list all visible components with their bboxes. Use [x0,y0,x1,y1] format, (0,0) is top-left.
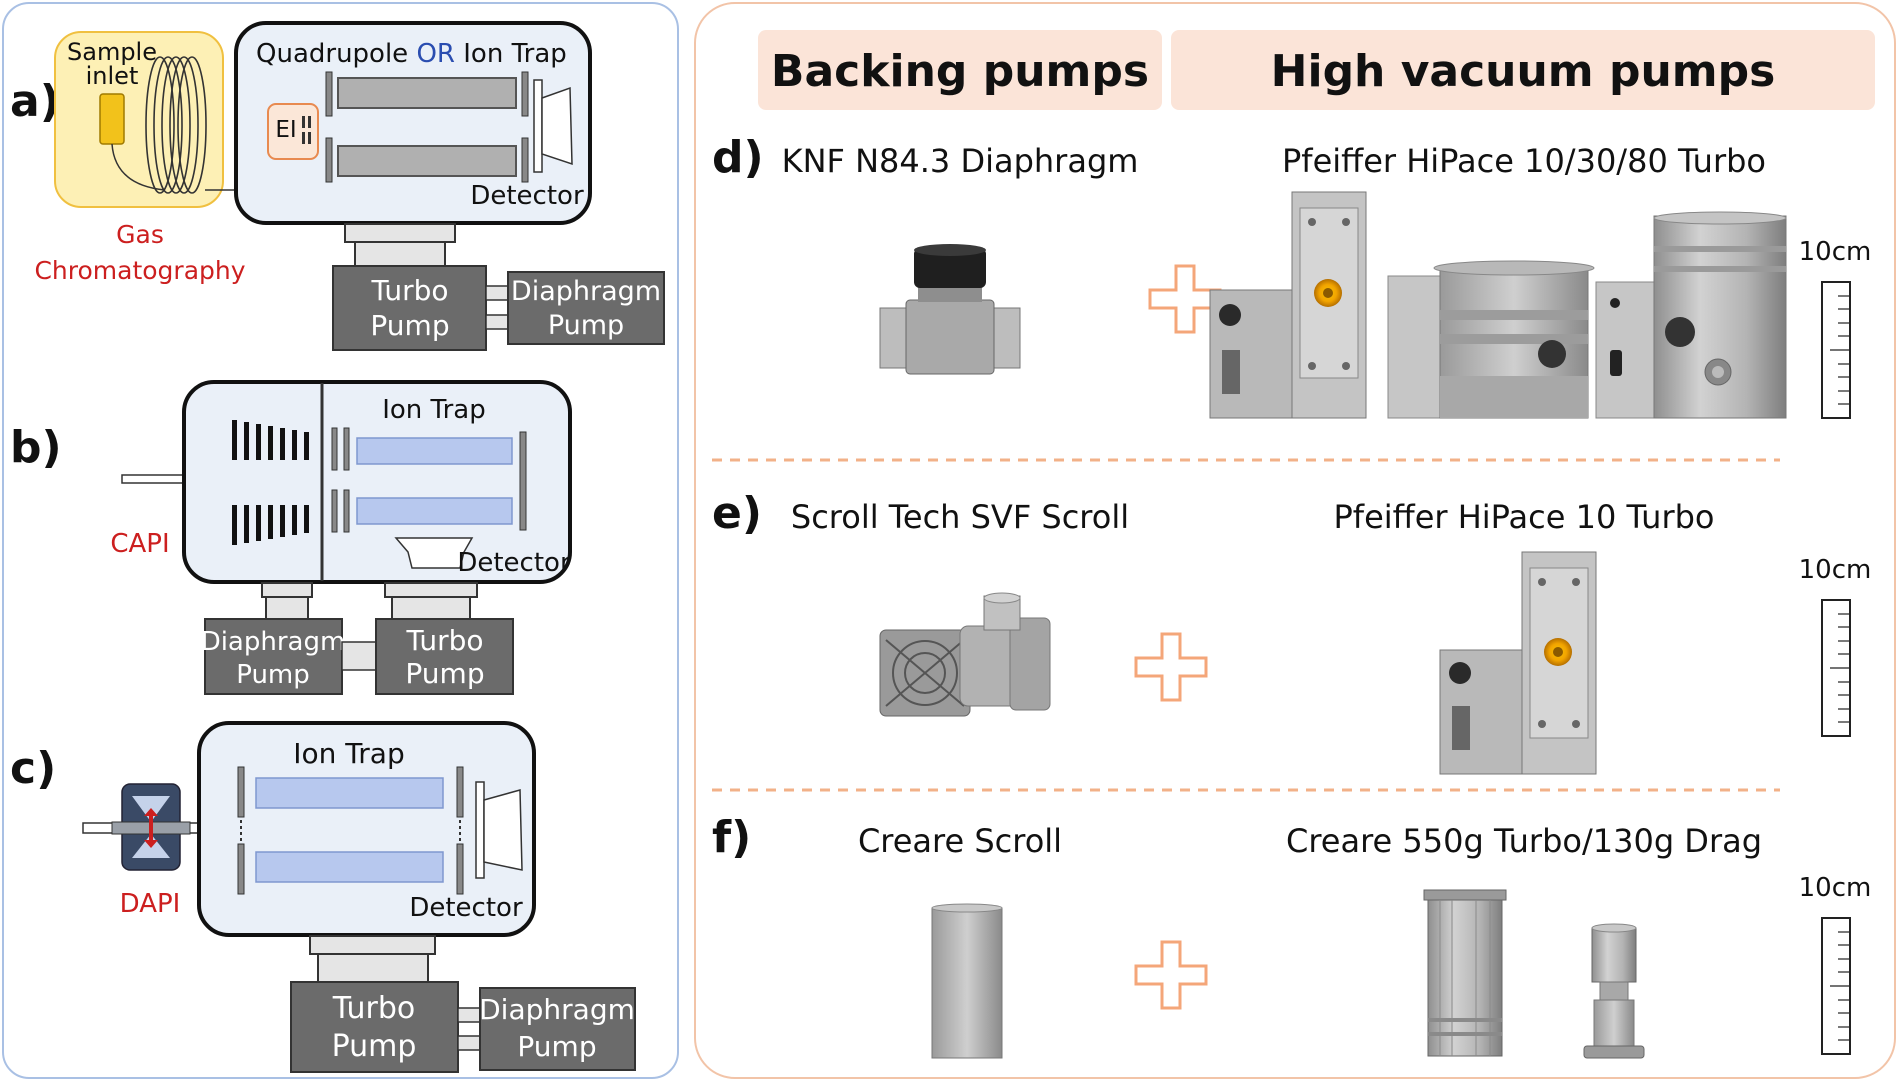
diaphragm-pump-a-label-2: Pump [548,310,624,341]
turbo-pump-c-label-2: Pump [332,1029,417,1064]
gc-column-coil [145,56,207,194]
ion-funnel-b [232,420,309,545]
hipace-30-image [1387,260,1595,419]
detector-b [394,537,474,569]
row-d-scale-bar [1821,281,1851,419]
diaphragm-pump-b-label-1: Diaphragm [201,627,346,657]
rod-a-top [337,77,517,109]
row-e-high-vacuum-label: Pfeiffer HiPace 10 Turbo [1334,498,1715,536]
row-f-high-vacuum-label: Creare 550g Turbo/130g Drag [1286,822,1762,860]
exit-lens-a-top [521,71,529,117]
sample-inlet-label-1: Sample [67,38,157,66]
capi-label: CAPI [110,529,169,559]
row-d-scale-label: 10cm [1799,237,1872,267]
header-high-vacuum-bg [1171,30,1875,110]
plus-f [1134,940,1208,1010]
turbo-pump-a-label-1: Turbo [370,274,448,307]
row-f-scale-label: 10cm [1799,873,1872,903]
turbo-pump-a [332,265,487,351]
lens-a-bottom [325,137,333,183]
row-e-backing-label: Scroll Tech SVF Scroll [791,498,1129,536]
panel-a: a) Sample inlet Gas Chromatography Quadr… [10,21,665,351]
hipace-10-image [1209,191,1367,419]
entrance-lens-c-top [237,766,245,818]
row-d-letter: d) [712,132,764,183]
diaphragm-pump-b [204,618,343,695]
diaphragm-pump-c-label-1: Diaphragm [479,993,635,1026]
creare-scroll-image [931,903,1003,1059]
diaphragm-pump-b-label-2: Pump [236,660,310,690]
gc-label-1: Gas [116,220,164,249]
panel-c-letter: c) [10,743,56,794]
exit-lens-c-bottom [456,843,464,895]
turbo-pump-b [375,618,514,695]
rod-a-bottom [337,145,517,177]
ion-trap-b-label: Ion Trap [382,395,486,425]
turbo-pump-a-label-2: Pump [370,309,449,342]
row-f: f) Creare Scroll Creare 550g Turbo/130g … [712,812,1872,1059]
right-panel-frame [694,2,1896,1079]
ei-source [267,103,319,160]
header-backing-bg [758,30,1162,110]
rod-b-bottom [356,497,513,525]
hipace-10-image-e [1439,551,1597,775]
row-d: d) KNF N84.3 Diaphragm Pfeiffer HiPace 1… [712,132,1872,419]
row-e: e) Scroll Tech SVF Scroll Pfeiffer HiPac… [712,488,1872,775]
knf-diaphragm-pump-image [879,244,1021,375]
row-d-backing-label: KNF N84.3 Diaphragm [782,142,1139,180]
sample-inlet-label-2: inlet [86,62,139,90]
diaphragm-pump-a-label-1: Diaphragm [511,276,661,307]
ion-trap-c-label: Ion Trap [293,737,404,770]
diaphragm-pump-c-label-2: Pump [517,1030,596,1063]
exit-lens-a-bottom [521,137,529,183]
panel-b-letter: b) [10,422,62,473]
header-backing: Backing pumps [771,46,1149,97]
panel-c: c) DAPI Ion Trap Detector Turbo Pump Dia… [10,721,636,1073]
detector-a [541,86,573,166]
creare-turbo-image [1423,889,1507,1057]
panel-a-letter: a) [10,76,60,127]
diaphragm-pump-a [507,271,665,345]
row-e-letter: e) [712,488,762,539]
row-f-scale-bar [1821,917,1851,1055]
plus-e [1134,632,1208,702]
dapi-label: DAPI [120,889,181,919]
row-f-letter: f) [712,812,751,863]
turbo-pump-c [290,981,459,1073]
creare-drag-image [1583,923,1645,1059]
detector-b-label: Detector [457,548,571,578]
entrance-lens-c-bottom [237,843,245,895]
detector-c-label: Detector [409,893,523,923]
gc-label-2: Chromatography [34,256,245,285]
detector-c [483,789,523,871]
row-f-backing-label: Creare Scroll [858,822,1062,860]
chamber-a-title: Quadrupole OR Ion Trap [256,39,567,69]
turbo-pump-b-label-2: Pump [405,657,484,690]
exit-lens-c-top [456,766,464,818]
detector-a-label: Detector [470,181,584,211]
exit-lens-b [519,431,527,531]
turbo-pump-c-label-1: Turbo [332,991,416,1026]
row-e-scale-label: 10cm [1799,555,1872,585]
ei-label: EI [275,117,296,143]
row-d-high-vacuum-label: Pfeiffer HiPace 10/30/80 Turbo [1282,142,1766,180]
scroll-tech-svf-image [879,592,1051,717]
sample-vial [99,93,125,145]
turbo-pump-b-label-1: Turbo [405,624,483,657]
rod-c-top [255,777,444,809]
rod-c-bottom [255,851,444,883]
panel-b: b) CAPI Ion Trap Detector Diaphragm Pump… [10,380,572,695]
lens-a-top [325,71,333,117]
diaphragm-pump-c [479,987,636,1071]
hipace-80-image [1595,211,1787,419]
rod-b-top [356,437,513,465]
row-e-scale-bar [1821,599,1851,737]
header-high-vacuum: High vacuum pumps [1271,46,1776,97]
